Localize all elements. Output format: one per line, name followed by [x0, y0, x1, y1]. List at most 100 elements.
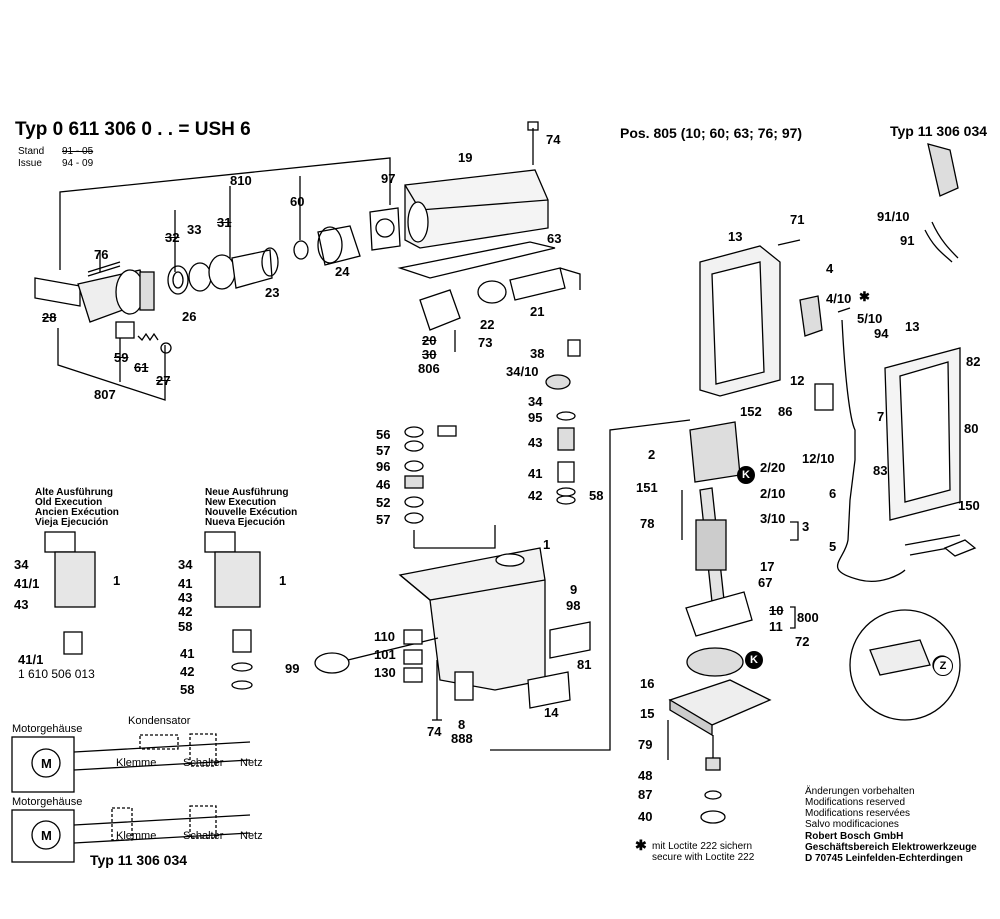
- stand-label: Stand: [18, 146, 45, 157]
- callout-52: 52: [376, 495, 391, 510]
- callout-74-top: 74: [546, 132, 561, 147]
- callout-110: 110: [374, 629, 395, 644]
- loctite-star-4-10-icon: ✱: [859, 289, 870, 304]
- callout-12-10: 12/10: [802, 451, 835, 466]
- callout-60: 60: [290, 194, 305, 209]
- loctite-line-1: mit Loctite 222 sichern: [652, 841, 753, 852]
- callout-800: 800: [797, 610, 819, 625]
- callout-57: 57: [376, 443, 391, 458]
- callout-74-bottom: 74: [427, 724, 442, 739]
- wiring-netz-2: Netz: [240, 830, 263, 842]
- callout-98: 98: [566, 598, 581, 613]
- k-marker-icon-2: K: [745, 651, 763, 669]
- wiring-motor-1: M: [41, 756, 52, 771]
- callout-56: 56: [376, 427, 391, 442]
- callout-807: 807: [94, 387, 116, 402]
- callout-888: 888: [451, 731, 473, 746]
- callout-2-20: 2/20: [760, 460, 786, 475]
- callout-26: 26: [182, 309, 197, 324]
- callout-4: 4: [826, 261, 834, 276]
- wiring-label-1: Motorgehäuse: [12, 723, 83, 735]
- wiring-motor-2: M: [41, 828, 52, 843]
- callout-11: 11: [769, 619, 783, 634]
- callout-59: 59: [114, 350, 129, 365]
- callout-1: 1: [543, 537, 551, 552]
- callout-81: 81: [577, 657, 592, 672]
- callout-old-34: 34: [14, 557, 29, 572]
- callout-63: 63: [547, 231, 562, 246]
- callout-95: 95: [528, 410, 543, 425]
- callout-48: 48: [638, 768, 653, 783]
- footer-line-2: Modifications reserved: [805, 797, 906, 808]
- callout-78: 78: [640, 516, 655, 531]
- callout-old-41-1: 41/1: [14, 576, 40, 591]
- wiring-schalter-2: Schalter: [183, 830, 224, 842]
- callout-96: 96: [376, 459, 391, 474]
- callout-new-41: 41: [178, 576, 193, 591]
- callout-87: 87: [638, 787, 653, 802]
- callout-79: 79: [638, 737, 653, 752]
- callout-2: 2: [648, 447, 656, 462]
- callout-99: 99: [285, 661, 300, 676]
- callout-19: 19: [458, 150, 473, 165]
- issue-value: 94 - 09: [62, 158, 94, 169]
- callout-82: 82: [966, 354, 981, 369]
- callout-13b: 13: [905, 319, 920, 334]
- callout-91: 91: [900, 233, 915, 248]
- callout-34: 34: [528, 394, 543, 409]
- wiring-label-2: Motorgehäuse: [12, 796, 83, 808]
- wiring-kondensator: Kondensator: [128, 715, 191, 727]
- callout-4-10: 4/10: [826, 291, 852, 306]
- callout-33: 33: [187, 222, 202, 237]
- old-exec-2: Old Execution: [35, 497, 103, 508]
- callout-101: 101: [374, 647, 396, 662]
- callout-72: 72: [795, 634, 810, 649]
- callout-22: 22: [480, 317, 495, 332]
- callout-new-42: 42: [178, 604, 193, 619]
- callout-5: 5: [829, 539, 837, 554]
- callout-57b: 57: [376, 512, 391, 527]
- callout-41: 41: [528, 466, 543, 481]
- callout-38: 38: [530, 346, 545, 361]
- k-marker-icon-1: K: [737, 466, 755, 484]
- callout-20: 20: [422, 333, 437, 348]
- callout-3-10: 3/10: [760, 511, 786, 526]
- old-exec-3: Ancien Exécution: [35, 507, 119, 518]
- callout-40: 40: [638, 809, 653, 824]
- callout-15: 15: [640, 706, 655, 721]
- callout-32: 32: [165, 230, 180, 245]
- callout-2-10: 2/10: [760, 486, 786, 501]
- callout-21: 21: [530, 304, 545, 319]
- callout-34-10: 34/10: [506, 364, 539, 379]
- callout-new-43: 43: [178, 590, 193, 605]
- callout-86: 86: [778, 404, 793, 419]
- callout-new-58: 58: [178, 619, 193, 634]
- new-exec-1: Neue Ausführung: [205, 487, 289, 498]
- callout-old-43: 43: [14, 597, 29, 612]
- callout-23: 23: [265, 285, 280, 300]
- new-exec-2: New Execution: [205, 497, 277, 508]
- wiring-klemme-1: Klemme: [116, 757, 157, 769]
- callout-83: 83: [873, 463, 888, 478]
- callout-12: 12: [790, 373, 805, 388]
- callout-94: 94: [874, 326, 889, 341]
- pos-line: Pos. 805 (10; 60; 63; 76; 97): [620, 125, 803, 141]
- callout-810: 810: [230, 173, 252, 188]
- stand-value: 91 - 05: [62, 146, 94, 157]
- callout-97: 97: [381, 171, 396, 186]
- company-line-1: Robert Bosch GmbH: [805, 831, 904, 842]
- new-exec-4: Nueva Ejecución: [205, 517, 286, 528]
- callout-14: 14: [544, 705, 559, 720]
- callout-151: 151: [636, 480, 658, 495]
- callout-10: 10: [769, 603, 784, 618]
- callout-61: 61: [134, 360, 149, 375]
- callout-13: 13: [728, 229, 743, 244]
- callout-lower-42: 42: [180, 664, 195, 679]
- callout-152: 152: [740, 404, 762, 419]
- old-exec-4: Vieja Ejecución: [35, 517, 109, 528]
- callout-31: 31: [217, 215, 232, 230]
- callout-17: 17: [760, 559, 775, 574]
- company-line-3: D 70745 Leinfelden-Echterdingen: [805, 853, 963, 864]
- callout-old-1: 1: [113, 573, 121, 588]
